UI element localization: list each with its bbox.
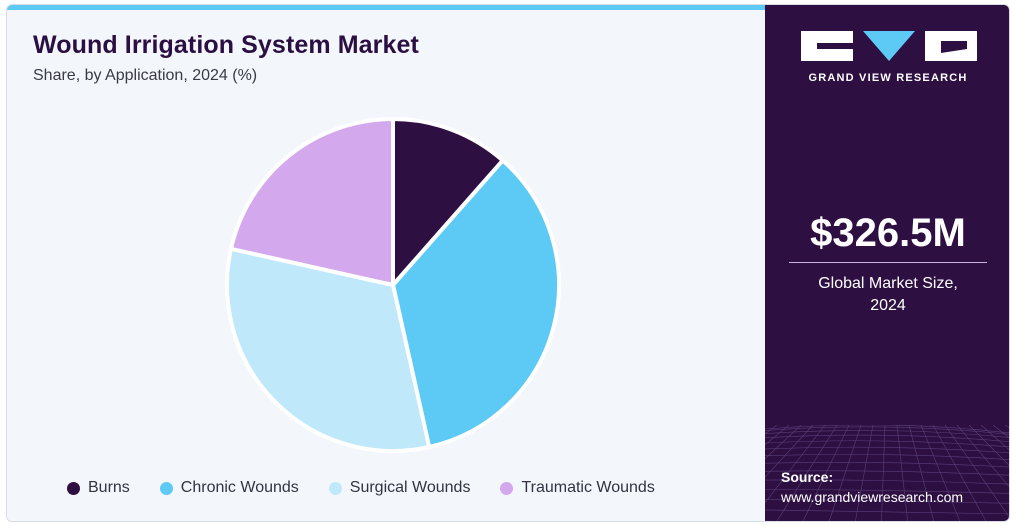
decorative-mesh [765,425,1009,521]
legend-swatch-chronic-wounds [159,481,173,495]
legend-label-traumatic-wounds: Traumatic Wounds [521,479,655,496]
source-url: www.grandviewresearch.com [781,489,964,505]
grand-view-research-logo [801,31,977,61]
legend-label-burns: Burns [88,479,130,496]
divider [789,262,987,263]
market-size-label: Global Market Size, 2024 [795,273,981,317]
legend-item-burns: Burns [67,479,130,497]
pie-chart [225,117,561,453]
legend-label-chronic-wounds: Chronic Wounds [180,479,299,496]
legend-swatch-burns [67,481,80,495]
source-label: Source: [781,469,834,485]
pie-slice-chronic-wounds [391,158,561,449]
summary-panel: GRAND VIEW RESEARCH $326.5M Global Marke… [765,5,1009,521]
legend-item-traumatic-wounds: Traumatic Wounds [500,479,655,497]
brand-name: GRAND VIEW RESEARCH [808,72,968,84]
infographic-card: Wound Irrigation System Market Share, by… [6,4,1010,522]
legend-item-chronic-wounds: Chronic Wounds [159,479,299,497]
chart-title: Wound Irrigation System Market [33,31,419,59]
legend-item-surgical-wounds: Surgical Wounds [328,479,471,497]
market-size-value: $326.5M [810,211,966,255]
chart-subtitle: Share, by Application, 2024 (%) [33,67,258,84]
pie-slice-surgical-wounds [225,246,432,453]
pie-slice-traumatic-wounds [229,117,395,287]
legend-label-surgical-wounds: Surgical Wounds [349,479,471,496]
legend-swatch-traumatic-wounds [500,481,514,495]
market-label-line2: 2024 [870,297,906,314]
market-label-line1: Global Market Size, [818,275,958,292]
pie-slice-burns [391,117,505,287]
chart-panel: Wound Irrigation System Market Share, by… [7,5,765,521]
accent-bar [7,5,765,10]
chart-legend: Burns Chronic Wounds Surgical Wounds Trauma… [67,477,685,499]
legend-swatch-surgical-wounds [328,481,342,495]
